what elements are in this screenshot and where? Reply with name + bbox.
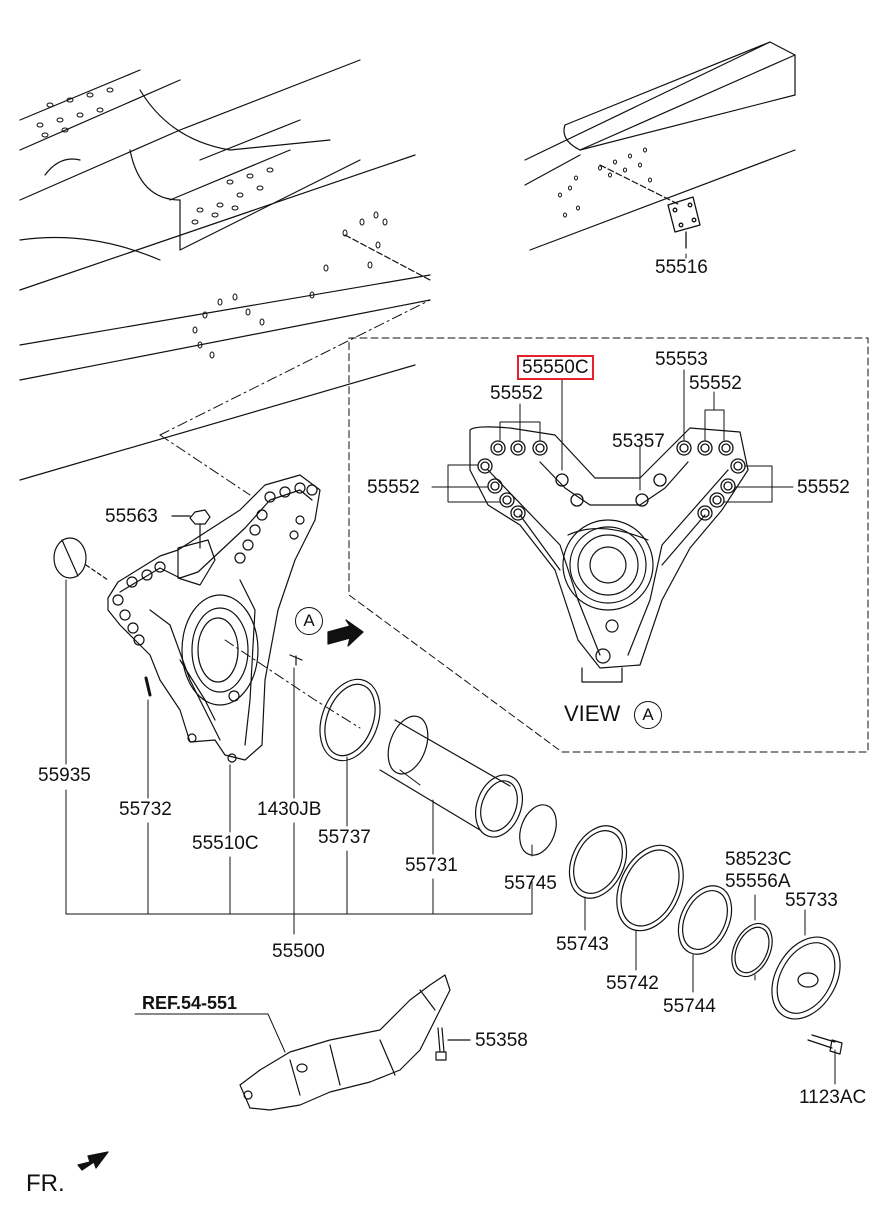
ring-55745 bbox=[519, 804, 557, 856]
bolt-55358 bbox=[435, 1027, 471, 1061]
bracket-55516 bbox=[667, 196, 701, 249]
view-a-marker: A bbox=[634, 701, 662, 729]
ring-55744 bbox=[677, 885, 733, 955]
label-1430jb: 1430JB bbox=[257, 799, 322, 820]
oring-55737 bbox=[319, 678, 381, 762]
frame-rail-left bbox=[19, 59, 431, 481]
label-55500: 55500 bbox=[272, 941, 325, 962]
frame-holes-left bbox=[36, 87, 388, 359]
label-55552-left: 55552 bbox=[367, 477, 420, 498]
label-55935: 55935 bbox=[38, 765, 91, 786]
bolt-1123ac bbox=[807, 1034, 843, 1055]
label-55563: 55563 bbox=[105, 506, 158, 527]
label-ref-54-551: REF.54-551 bbox=[142, 993, 238, 1013]
cap-55935 bbox=[53, 537, 109, 581]
label-58523c: 58523C bbox=[725, 849, 792, 870]
main-bracket-holes bbox=[112, 482, 318, 646]
clip-58523c bbox=[731, 922, 773, 978]
label-55733: 55733 bbox=[785, 890, 838, 911]
sleeve-55731 bbox=[379, 715, 523, 838]
label-55553: 55553 bbox=[655, 349, 708, 370]
label-55358: 55358 bbox=[475, 1030, 528, 1051]
label-55552-right: 55552 bbox=[797, 477, 850, 498]
leader-lines bbox=[65, 253, 836, 1085]
view-a-frame bbox=[348, 337, 869, 753]
label-55745: 55745 bbox=[504, 873, 557, 894]
ring-55742 bbox=[616, 844, 684, 932]
label-55743: 55743 bbox=[556, 934, 609, 955]
label-55552-top-left: 55552 bbox=[490, 383, 543, 404]
label-55552-top-right: 55552 bbox=[689, 373, 742, 394]
cover-55733 bbox=[771, 936, 841, 1020]
label-1123ac: 1123AC bbox=[799, 1087, 867, 1108]
view-a-bracket bbox=[469, 426, 749, 683]
label-front-direction: FR. bbox=[26, 1170, 65, 1197]
fr-arrow bbox=[77, 1151, 109, 1171]
frame-holes-right bbox=[558, 147, 652, 218]
label-55744: 55744 bbox=[663, 996, 716, 1017]
label-55732: 55732 bbox=[119, 799, 172, 820]
label-55556a: 55556A bbox=[725, 871, 791, 892]
main-bracket bbox=[107, 474, 321, 763]
label-55510c: 55510C bbox=[192, 833, 259, 854]
frame-rail-right bbox=[524, 41, 796, 251]
label-55516: 55516 bbox=[655, 257, 708, 278]
plate-55743 bbox=[568, 825, 628, 899]
view-a-bolt-holes bbox=[477, 440, 746, 521]
label-55357: 55357 bbox=[612, 431, 665, 452]
crossmember-ref bbox=[239, 974, 451, 1111]
nut-55563 bbox=[171, 509, 211, 549]
label-55731: 55731 bbox=[405, 855, 458, 876]
view-a-caption: VIEW bbox=[564, 701, 621, 726]
label-55742: 55742 bbox=[606, 973, 659, 994]
view-a-leaders bbox=[431, 369, 794, 503]
label-55550c-highlighted: 55550C bbox=[517, 355, 594, 380]
direction-marker-a: A bbox=[295, 607, 323, 635]
label-55737: 55737 bbox=[318, 827, 371, 848]
